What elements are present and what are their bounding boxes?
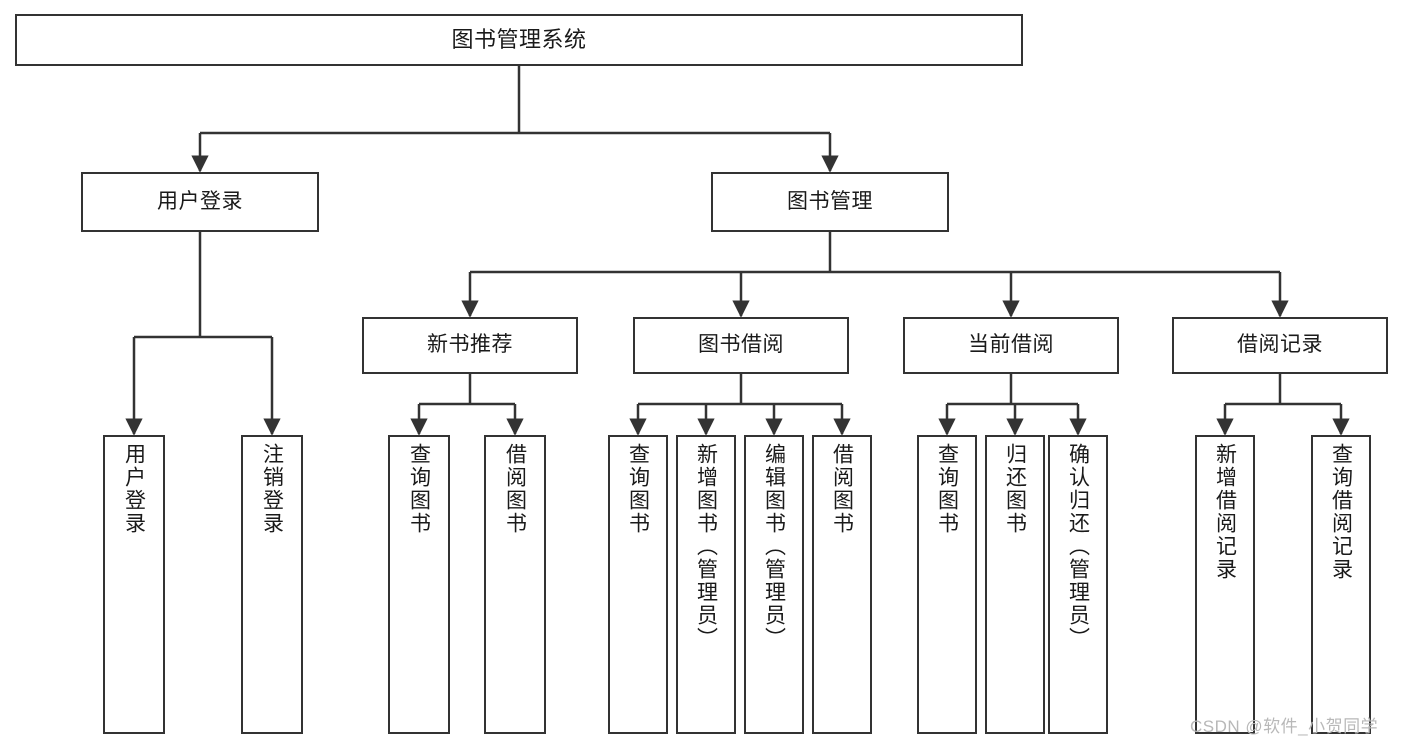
node-label: 图书管理系统 (451, 27, 587, 53)
node-l3-add-book[interactable]: 新增图书（管理员） (676, 435, 736, 734)
node-l3-user-login[interactable]: 用户登录 (103, 435, 165, 734)
node-l3-return-book[interactable]: 归还图书 (985, 435, 1045, 734)
node-root[interactable]: 图书管理系统 (15, 14, 1023, 66)
node-label: 用户登录 (157, 189, 243, 213)
node-l3-query-record[interactable]: 查询借阅记录 (1311, 435, 1371, 734)
node-l2-borrow-record[interactable]: 借阅记录 (1172, 317, 1388, 374)
node-label: 用户登录 (122, 443, 146, 535)
node-label: 查询图书 (407, 443, 431, 535)
node-l1-user-login[interactable]: 用户登录 (81, 172, 319, 232)
node-label: 借阅记录 (1237, 333, 1323, 357)
node-l3-edit-book[interactable]: 编辑图书（管理员） (744, 435, 804, 734)
node-label: 图书借阅 (698, 333, 784, 357)
node-label: 归还图书 (1003, 443, 1027, 535)
node-label: 查询借阅记录 (1329, 443, 1353, 581)
node-label: 确认归还（管理员） (1066, 443, 1090, 650)
node-l1-book-manage[interactable]: 图书管理 (711, 172, 949, 232)
node-label: 当前借阅 (968, 333, 1054, 357)
node-label: 查询图书 (935, 443, 959, 535)
node-label: 新书推荐 (427, 333, 513, 357)
connector-lines (125, 66, 1350, 436)
node-l2-book-borrow[interactable]: 图书借阅 (633, 317, 849, 374)
node-l3-add-record[interactable]: 新增借阅记录 (1195, 435, 1255, 734)
node-l3-query-book-a[interactable]: 查询图书 (388, 435, 450, 734)
node-l2-current-borrow[interactable]: 当前借阅 (903, 317, 1119, 374)
node-l3-query-book-b[interactable]: 查询图书 (608, 435, 668, 734)
node-l3-logout[interactable]: 注销登录 (241, 435, 303, 734)
node-label: 借阅图书 (830, 443, 854, 535)
node-label: 编辑图书（管理员） (762, 443, 786, 650)
node-label: 新增图书（管理员） (694, 443, 718, 650)
node-label: 新增借阅记录 (1213, 443, 1237, 581)
node-label: 图书管理 (787, 189, 873, 213)
node-l3-borrow-book-a[interactable]: 借阅图书 (484, 435, 546, 734)
node-label: 查询图书 (626, 443, 650, 535)
node-label: 注销登录 (260, 443, 284, 535)
node-l3-query-book-c[interactable]: 查询图书 (917, 435, 977, 734)
node-l3-confirm-return[interactable]: 确认归还（管理员） (1048, 435, 1108, 734)
node-l3-borrow-book-b[interactable]: 借阅图书 (812, 435, 872, 734)
node-l2-new-book-rec[interactable]: 新书推荐 (362, 317, 578, 374)
node-label: 借阅图书 (503, 443, 527, 535)
